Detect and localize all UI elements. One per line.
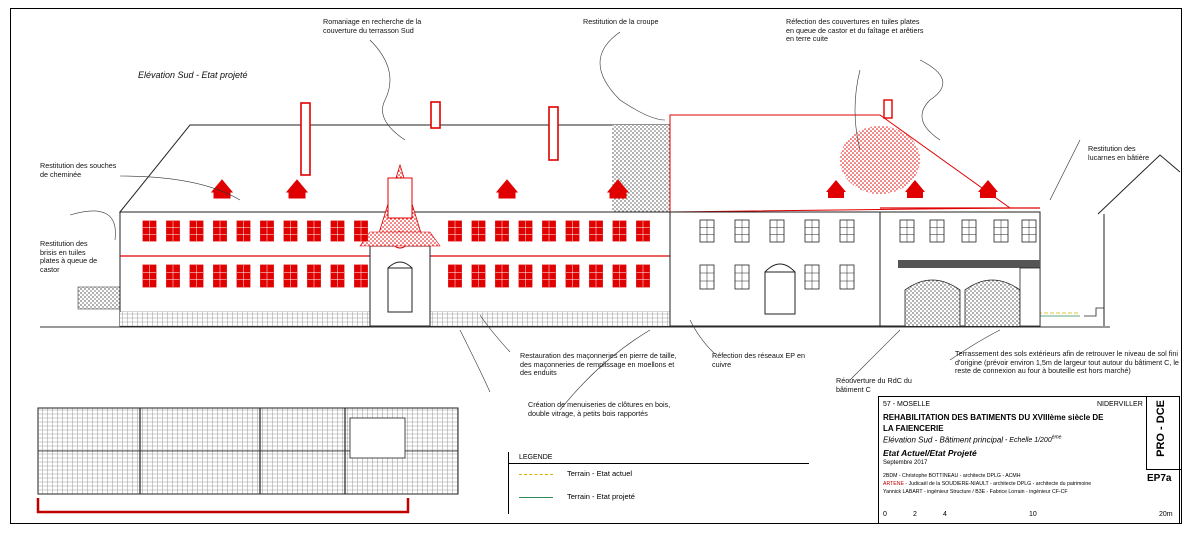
cart-date: Septembre 2017 — [883, 460, 928, 466]
note-terrassement: Terrassement des sols extérieurs afin de… — [955, 349, 1179, 376]
west-lower-windows — [142, 264, 650, 288]
scale-tick-10: 10 — [1029, 511, 1037, 518]
legend-swatch-projete — [519, 497, 553, 498]
scale-tick-2: 2 — [913, 511, 917, 518]
sheet-number: EP7a — [1147, 473, 1172, 484]
cart-project-2: LA FAIENCERIE — [883, 424, 944, 433]
arch-1 — [904, 279, 961, 326]
central-door — [387, 267, 413, 313]
legend-label-projete: Terrain - Etat projeté — [567, 492, 635, 501]
east-roof — [669, 114, 1012, 213]
note-menuiseries: Création de menuiseries de clôtures en b… — [528, 400, 671, 418]
cart-subtitle: Elévation Sud - Bâtiment principal - Ech… — [883, 435, 1062, 445]
east-windows — [699, 219, 855, 290]
chimney-3 — [548, 106, 559, 161]
cart-project-1: REHABILITATION DES BATIMENTS DU XVIIIème… — [883, 413, 1104, 422]
croupe-hatch — [612, 125, 670, 212]
note-croupe: Restitution de la croupe — [583, 17, 659, 26]
legend-title: LEGENDE — [509, 452, 809, 464]
note-cheminee: Restitution des souches de cheminée — [40, 161, 117, 179]
leader-lines — [69, 31, 1081, 411]
legend: LEGENDE Terrain - Etat actuel Terrain - … — [508, 452, 809, 514]
cart-credit-3: Yannick LABART - ingénieur Structure / B… — [883, 489, 1068, 495]
right-building-roof — [1097, 154, 1181, 215]
note-brisis: Restitution des brisis en tuiles plates … — [40, 239, 98, 274]
cart-credit-2: ARTENE - Judicaël de la SOUDIERE-NIAULT … — [883, 481, 1092, 487]
scale-tick-4: 4 — [943, 511, 947, 518]
chimney-east — [883, 99, 893, 119]
legend-swatch-actuel — [519, 474, 553, 475]
phase-strip: PRO - DCE — [1146, 396, 1181, 470]
west-dormers — [210, 179, 630, 199]
note-rdc: Réouverture du RdC du bâtiment C — [836, 376, 912, 394]
note-roof-sud: Romaniage en recherche de la couverture … — [323, 17, 422, 35]
building-c-windows — [899, 219, 1037, 243]
east-door — [764, 271, 796, 315]
note-maconneries: Restauration des maçonneries en pierre d… — [520, 351, 677, 378]
cart-dept: 57 - MOSELLE — [883, 401, 931, 408]
east-dormers — [826, 180, 998, 198]
cart-state: Etat Actuel/Etat Projeté — [883, 448, 977, 458]
note-lucarnes: Restitution des lucarnes en bâtière — [1088, 144, 1150, 162]
central-lantern — [387, 177, 413, 219]
scale-tick-0: 0 — [883, 511, 887, 518]
west-upper-windows — [142, 220, 650, 242]
chimney-2 — [430, 101, 441, 129]
view-title: Elévation Sud - Etat projeté — [138, 70, 248, 80]
title-block: 57 - MOSELLE NIDERVILLER REHABILITATION … — [878, 396, 1180, 524]
cart-commune: NIDERVILLER — [1097, 401, 1143, 408]
cart-credit-1: 2BDM - Christophe BOTTINEAU - architecte… — [883, 473, 1021, 479]
chimney-1 — [300, 102, 311, 176]
scale-tick-20: 20m — [1159, 511, 1173, 518]
left-annex — [77, 286, 127, 310]
east-roof-hatch — [840, 126, 920, 194]
note-reseaux: Réfection des réseaux EP en cuivre — [712, 351, 805, 369]
sheet-frame — [10, 8, 1182, 524]
floor-plan — [36, 407, 459, 514]
arch-2 — [964, 279, 1021, 326]
legend-label-actuel: Terrain - Etat actuel — [567, 469, 633, 478]
note-tuiles: Réfection des couvertures en tuiles plat… — [786, 17, 924, 44]
phase-label: PRO - DCE — [1155, 400, 1167, 457]
